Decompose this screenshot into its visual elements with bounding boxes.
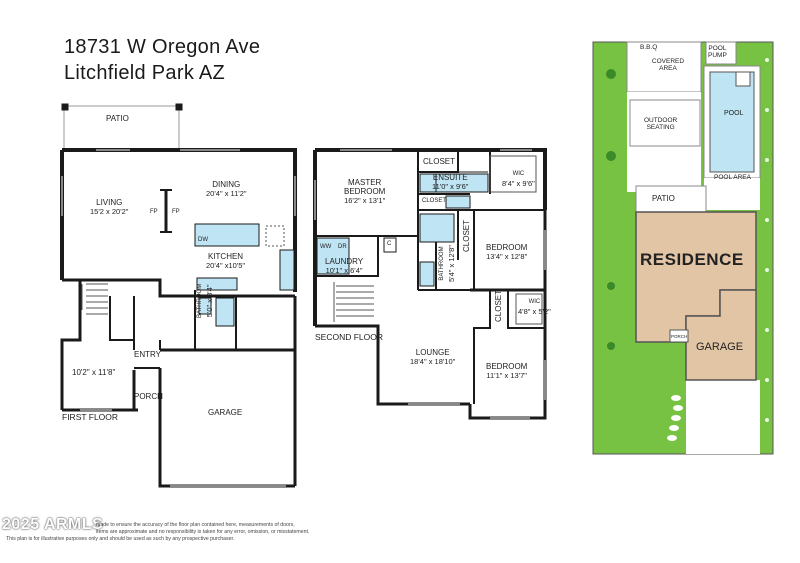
ff-living-name: LIVING xyxy=(96,198,123,207)
ff-patio-label: PATIO xyxy=(106,114,129,123)
sf-bedroom2-dim: 13'4" x 12'8" xyxy=(486,252,528,261)
ff-kitchen-dim: 20'4" x10'5" xyxy=(206,261,246,270)
sf-closet-top-label: CLOSET xyxy=(423,157,456,166)
sf-laundry-dim: 10'1" x 6'4" xyxy=(325,266,363,275)
second-floor-name: SECOND FLOOR xyxy=(315,332,384,342)
site-garage-label: GARAGE xyxy=(696,341,744,353)
sf-bedroom3-dim: 11'1" x 13'7" xyxy=(486,371,527,380)
sf-bedroom3-name: BEDROOM xyxy=(486,362,528,371)
sf-bedroom2-label: BEDROOM 13'4" x 12'8" xyxy=(486,243,527,261)
ff-dw-label: DW xyxy=(198,237,208,243)
sf-bedroom2-name: BEDROOM xyxy=(486,243,528,252)
sf-wic-name: WIC xyxy=(512,171,525,177)
disclaimer-line-1: made to ensure the accuracy of the floor… xyxy=(96,522,295,528)
sf-wic2-dim: 4'8" x 5'2" xyxy=(518,307,551,316)
sf-c-label: C xyxy=(387,241,392,247)
address-line-1: 18731 W Oregon Ave xyxy=(64,36,261,58)
sf-ensuite-label: ENSUITE 11'0" x 9'6" xyxy=(432,173,468,191)
pool-shape xyxy=(709,71,755,173)
ff-entry-label: ENTRY xyxy=(134,350,161,359)
ff-dining-name: DINING xyxy=(212,180,241,189)
site-pool-label: POOL xyxy=(724,110,744,117)
sf-laundry-label: LAUNDRY 10'1" x 6'4" xyxy=(325,257,363,275)
sf-closet-small-label: CLOSET xyxy=(422,198,447,204)
kitchen-island xyxy=(194,223,260,247)
ff-kitchen-name: KITCHEN xyxy=(207,252,244,261)
watermark: 2025 ARMLS xyxy=(2,516,104,533)
disclaimer: made to ensure the accuracy of the floor… xyxy=(6,522,309,543)
ff-garage-label: GARAGE xyxy=(208,408,243,417)
ff-dining-dim: 20'4" x 11'2" xyxy=(206,189,247,198)
ff-porch-label: PORCH xyxy=(134,392,163,401)
ff-fp1-label: FP xyxy=(150,209,158,215)
sf-master-name: MASTER xyxy=(348,178,382,187)
sf-lounge-label: LOUNGE 18'4" x 18'10" xyxy=(410,348,455,366)
sf-dr-label: DR xyxy=(338,244,347,250)
sf-wic-dim: 8'4" x 9'6" xyxy=(502,179,535,188)
ff-living-label: LIVING 15'2 x 20'2" xyxy=(90,198,128,216)
site-patio-label: PATIO xyxy=(652,194,675,203)
sf-wic2-label: WIC 4'8" x 5'2" xyxy=(518,298,551,316)
ff-living-dim: 15'2 x 20'2" xyxy=(90,207,129,216)
disclaimer-line-2: items are approximate and no responsibil… xyxy=(96,529,310,535)
sf-wic-label: WIC 8'4" x 9'6" xyxy=(502,170,535,188)
address-line-2: Litchfield Park AZ xyxy=(64,62,226,84)
ff-dining-label: DINING 20'4" x 11'2" xyxy=(206,180,247,198)
sf-lounge-dim: 18'4" x 18'10" xyxy=(410,357,456,366)
garage-shape xyxy=(685,289,757,381)
ff-bedroom-dim: 10'2" x 11'8" xyxy=(72,368,116,377)
sf-ensuite-dim: 11'0" x 9'6" xyxy=(432,182,469,191)
ff-kitchen-label: KITCHEN 20'4" x10'5" xyxy=(206,252,245,270)
first-floor-name: FIRST FLOOR xyxy=(62,412,119,422)
disclaimer-line-3: This plan is for illustrative purposes o… xyxy=(6,536,235,542)
sf-master-label: MASTER BEDROOM 16'2" x 13'1" xyxy=(344,178,385,205)
sf-ww-label: WW xyxy=(320,244,332,250)
sf-ensuite-name: ENSUITE xyxy=(432,173,468,182)
sf-bedroom3-label: BEDROOM 11'1" x 13'7" xyxy=(486,362,527,380)
sf-master-name2: BEDROOM xyxy=(344,187,386,196)
sf-wic2-name: WIC xyxy=(528,299,541,305)
site-porch-label: PORCH xyxy=(671,334,688,339)
sf-lounge-name: LOUNGE xyxy=(415,348,450,357)
site-bbq-label: B.B.Q xyxy=(640,44,658,51)
sf-laundry-name: LAUNDRY xyxy=(325,257,364,266)
site-pool-area-label: POOL AREA xyxy=(714,174,751,181)
ff-fp2-label: FP xyxy=(172,209,180,215)
sf-master-dim: 16'2" x 13'1" xyxy=(344,196,386,205)
site-residence-label: RESIDENCE xyxy=(640,250,744,269)
